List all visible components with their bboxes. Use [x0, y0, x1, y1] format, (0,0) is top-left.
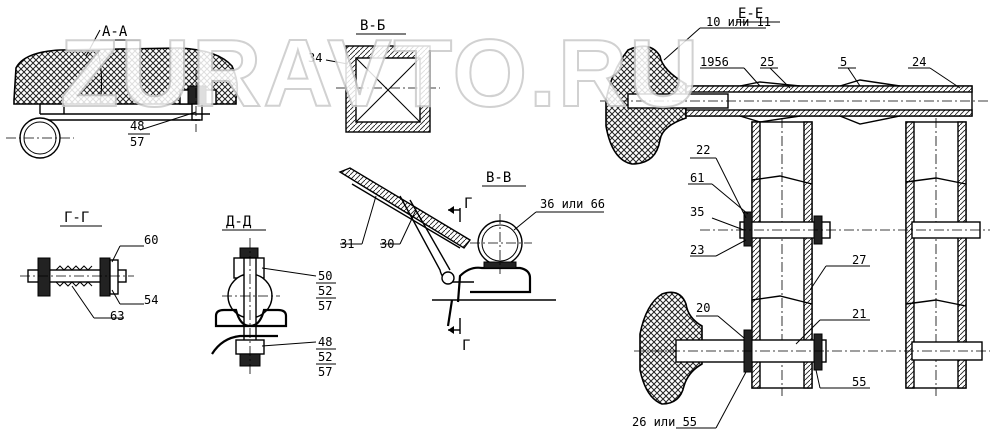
label-21: 21	[852, 307, 866, 321]
section-aa-title: А-А	[102, 24, 128, 40]
section-vv: В-В Г Г 36 или 66 31 30	[338, 167, 605, 354]
cut-mark-top: Г	[464, 196, 472, 212]
section-aa: А-А 48 57	[6, 24, 239, 159]
label-30: 30	[380, 237, 394, 251]
label-26-or-55: 26 или 55	[632, 415, 697, 429]
knob-bottom	[639, 291, 703, 405]
label-22: 22	[696, 143, 710, 157]
cut-mark-bottom: Г	[462, 338, 470, 354]
section-ee-title: Е-Е	[738, 6, 763, 22]
label-63: 63	[110, 309, 124, 323]
label-60: 60	[144, 233, 158, 247]
label-52-lower: 52	[318, 350, 332, 364]
section-bb: В-Б 34	[308, 18, 440, 133]
label-34: 34	[308, 51, 322, 65]
label-5: 5	[840, 55, 847, 69]
label-57-lower: 57	[318, 365, 332, 379]
label-57-upper: 57	[318, 299, 332, 313]
label-55: 55	[852, 375, 866, 389]
label-54: 54	[144, 293, 158, 307]
section-gg-title: Г-Г	[64, 210, 89, 226]
label-57: 57	[130, 135, 144, 149]
section-ee: Е-Е	[600, 6, 990, 429]
bracket-31	[338, 167, 472, 249]
label-27: 27	[852, 253, 866, 267]
label-10-or-11: 10 или 11	[706, 15, 771, 29]
label-35: 35	[690, 205, 704, 219]
label-24: 24	[912, 55, 926, 69]
label-20: 20	[696, 301, 710, 315]
label-36-or-66: 36 или 66	[540, 197, 605, 211]
section-gg: Г-Г 60 54 63	[20, 210, 158, 323]
label-25: 25	[760, 55, 774, 69]
watermark-text: ZURAVTO.RU	[60, 20, 700, 127]
label-61: 61	[690, 171, 704, 185]
section-bb-title: В-Б	[360, 18, 385, 34]
label-23: 23	[690, 243, 704, 257]
label-52-upper: 52	[318, 284, 332, 298]
label-48: 48	[130, 119, 144, 133]
section-vv-title: В-В	[486, 170, 511, 186]
section-dd-title: Д-Д	[226, 214, 252, 230]
label-1956: 1956	[700, 55, 729, 69]
label-50: 50	[318, 269, 332, 283]
label-48-dd: 48	[318, 335, 332, 349]
label-31: 31	[340, 237, 354, 251]
section-dd: Д-Д 50 52 57 48 52 57	[211, 214, 336, 379]
